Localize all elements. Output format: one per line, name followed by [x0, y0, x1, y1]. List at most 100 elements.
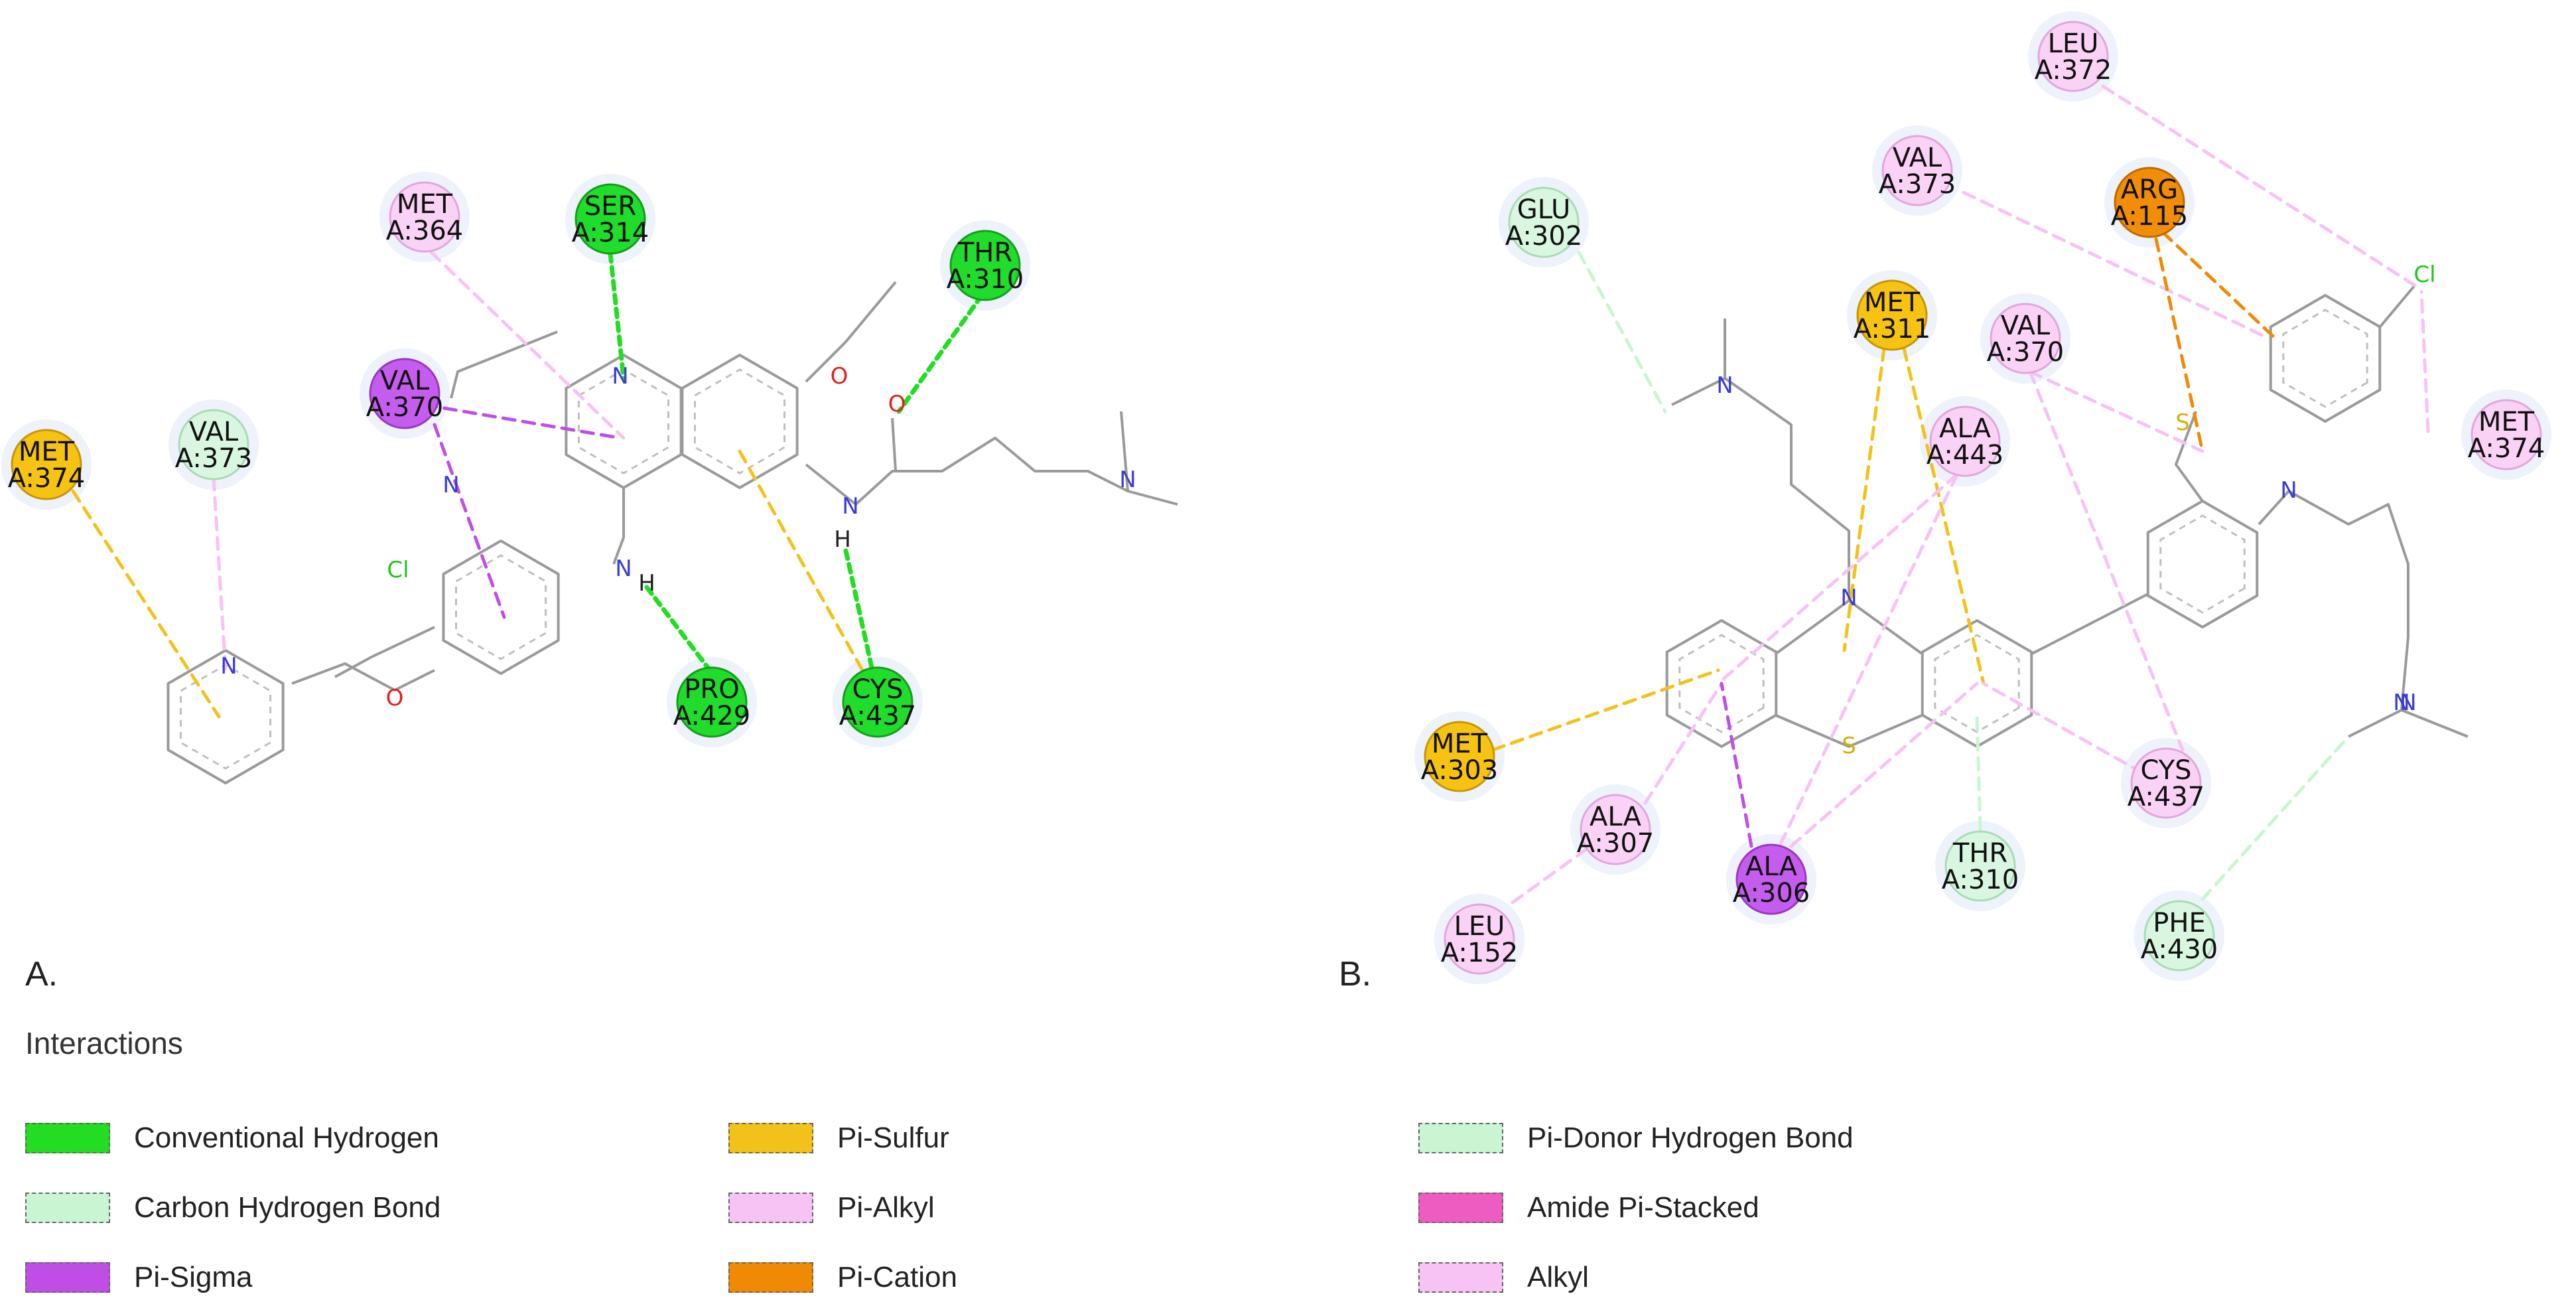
legend-swatch — [25, 1262, 110, 1293]
a-quinoline-ring-right — [681, 354, 799, 489]
a-carbonyl — [891, 417, 897, 472]
legend-item-pi-cation: Pi-Cation — [728, 1258, 957, 1297]
a-atom-amide-n: N — [842, 493, 858, 520]
b-line-ala306-b — [1789, 682, 1979, 848]
a-atom-pyridine-n: N — [220, 653, 237, 680]
residue-name: CYS — [852, 674, 903, 705]
legend-label: Pi-Alkyl — [837, 1191, 935, 1224]
residue-name: MET — [397, 189, 453, 220]
b-line-val373 — [1962, 190, 2271, 340]
molecule-bonds — [167, 281, 2469, 784]
legend-label: Alkyl — [1527, 1261, 1589, 1293]
legend-item-pi-sulfur: Pi-Sulfur — [728, 1118, 949, 1158]
a-line-met374 — [71, 489, 221, 719]
a-line-cys437-h — [843, 548, 875, 673]
residue-number: A:115 — [2111, 201, 2188, 232]
b-line-met311-a — [1842, 346, 1886, 652]
residue-number: A:374 — [2468, 433, 2545, 464]
b-atom-right-n-me: N — [2400, 690, 2416, 716]
b-line-ala306-a — [1720, 682, 1753, 848]
residue-name: MET — [2478, 407, 2535, 437]
residue-number: A:437 — [839, 701, 916, 731]
b-phenothiazine-left-aromatic — [1678, 634, 1765, 733]
residue-disc — [369, 358, 441, 429]
a-line-val370-anilino — [433, 423, 506, 619]
residue-name: THR — [957, 238, 1012, 268]
residue-name: SER — [584, 191, 636, 222]
b-atom-top-s: S — [2175, 409, 2190, 436]
a-line-ser314 — [608, 251, 626, 381]
residue-disc — [11, 429, 82, 500]
a-line-cys437-ring — [738, 449, 864, 672]
a-atom-ether-o: O — [386, 685, 404, 711]
legend-swatch — [728, 1193, 813, 1223]
b-line-arg115-a — [2161, 230, 2277, 340]
residue-number: A:364 — [386, 216, 463, 246]
a-nitrile — [450, 330, 558, 399]
legend-swatch — [1418, 1193, 1503, 1223]
b-atom-right-n-me-2: N — [2393, 690, 2409, 716]
a-anilino-ring-aromatic — [454, 554, 547, 660]
residue-number: A:314 — [572, 218, 649, 248]
panel-b-label: B. — [1339, 955, 1372, 993]
b-line-ala443-b — [1776, 472, 1959, 851]
residue-nodes: META:374VALA:373VALA:370META:364SERA:314… — [8, 21, 2545, 975]
b-left-propyl-chain — [1724, 377, 1850, 601]
legend-swatch — [728, 1262, 813, 1293]
b-atom-top-n: N — [2280, 477, 2297, 504]
legend-item-amide-pi-stacked: Amide Pi-Stacked — [1418, 1188, 1759, 1228]
residue-disc — [2471, 399, 2542, 471]
residue-number: A:152 — [1441, 938, 1518, 968]
halo-layer — [1, 11, 2551, 984]
a-pyridine-ring — [167, 649, 285, 784]
a-atom-amide-h: H — [834, 526, 851, 553]
residue-name: ALA — [1939, 413, 1992, 444]
legend-label: Conventional Hydrogen — [134, 1122, 439, 1154]
residue-disc — [178, 409, 249, 480]
a-line-met364 — [429, 250, 626, 440]
residue-name: MET — [1432, 729, 1488, 759]
b-thiazine-s-bridge — [1775, 714, 1923, 748]
residue-number: A:372 — [2035, 55, 2112, 86]
residue-disc — [949, 230, 1021, 301]
b-cl-bond — [2379, 284, 2416, 328]
residue-disc — [1735, 843, 1807, 915]
residue-disc — [2114, 167, 2185, 238]
residue-disc — [2143, 900, 2215, 972]
residue-number: A:437 — [2128, 782, 2204, 812]
legend-swatch — [1418, 1123, 1503, 1153]
residue-name: VAL — [1893, 143, 1942, 173]
residue-name: ARG — [2121, 175, 2178, 205]
b-phenyl-middle-aromatic — [2159, 514, 2246, 614]
b-line-met303 — [1491, 668, 1720, 752]
legend-swatch — [25, 1123, 110, 1153]
residue-number: A:307 — [1577, 828, 1654, 859]
legend-swatch — [25, 1193, 110, 1223]
b-line-met374 — [2419, 290, 2430, 433]
a-atom-nitrile-n: N — [442, 472, 459, 498]
residue-number: A:370 — [366, 392, 443, 423]
a-anilino-ring — [442, 540, 560, 675]
residue-disc — [1929, 405, 2001, 477]
legend-item-pi-donor-hydrogen-bond: Pi-Donor Hydrogen Bond — [1418, 1118, 1854, 1158]
residue-name: CYS — [2140, 755, 2191, 786]
residue-name: LEU — [2048, 29, 2099, 59]
a-atom-carbonyl-o: O — [888, 391, 906, 417]
b-atom-left-n-me: N — [1716, 372, 1733, 399]
b-phenothiazine-top-aromatic — [2282, 309, 2368, 408]
b-line-cys437 — [1982, 682, 2145, 775]
